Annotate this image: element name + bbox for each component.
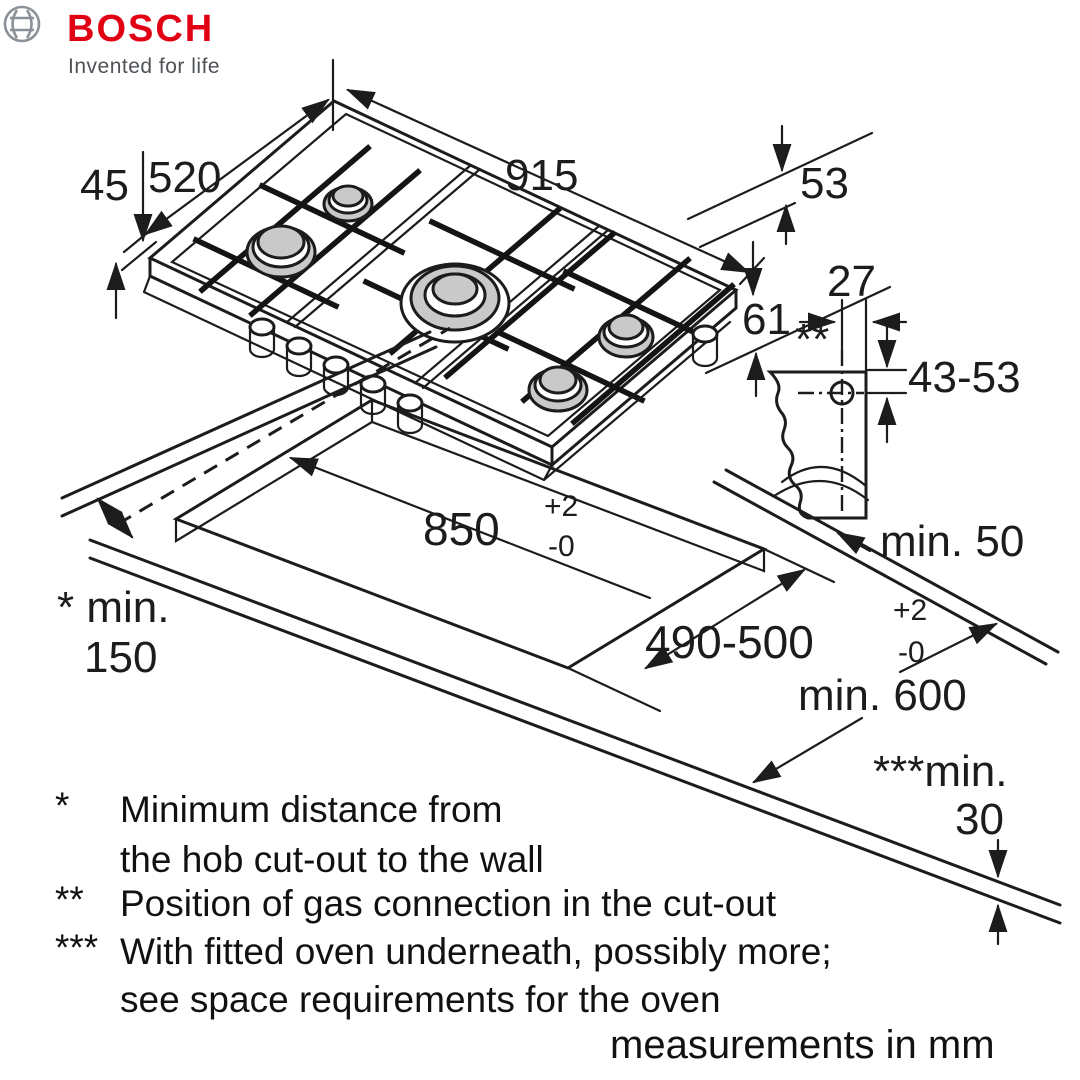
dim-label-gas-x: 27 bbox=[827, 257, 876, 306]
footnotes: * Minimum distance from the hob cut-out … bbox=[55, 785, 832, 1020]
clearance-wall-label-2: 150 bbox=[84, 633, 157, 682]
dim-label-hob-width: 915 bbox=[505, 151, 578, 200]
burner-left-front bbox=[245, 224, 317, 279]
gas-center-lines bbox=[798, 350, 864, 516]
clearance-side-label: min. 50 bbox=[880, 517, 1024, 566]
ext-lines-27 bbox=[840, 298, 868, 372]
dim-label-edge-height: 45 bbox=[80, 161, 129, 210]
knob bbox=[396, 393, 424, 435]
burner-left-back bbox=[322, 184, 374, 223]
burner-right-front bbox=[527, 365, 589, 413]
dim-line-915 bbox=[345, 88, 751, 274]
hob-dimensions: 915 520 45 53 61 bbox=[80, 58, 892, 398]
break-lines bbox=[772, 465, 870, 502]
footnote-1-symbol: * bbox=[55, 785, 69, 826]
brand-tagline: Invented for life bbox=[68, 55, 220, 78]
burner-right-back bbox=[597, 313, 655, 359]
dim-label-cutout-depth: 490-500 bbox=[645, 616, 814, 668]
hob-body-edges bbox=[142, 256, 738, 482]
gas-connection-detail: 27 ** 43-53 bbox=[766, 257, 1021, 520]
dim-line-520 bbox=[144, 98, 330, 236]
dim-label-side-height: 53 bbox=[800, 159, 849, 208]
dim-label-cutout-width: 850 bbox=[423, 503, 500, 555]
ext-ticks-43-53 bbox=[866, 368, 908, 395]
dim-arrow-850 bbox=[288, 456, 652, 600]
clearance-below-label-2: 30 bbox=[955, 795, 1004, 844]
cutout-thickness-lines bbox=[174, 398, 766, 573]
hob-foot bbox=[691, 324, 719, 368]
dim-tol-cutout-depth-sup: +2 bbox=[893, 594, 927, 627]
footnote-1-line-2: the hob cut-out to the wall bbox=[120, 839, 544, 880]
clearance-annotations: * min. 150 min. 50 min. 600 ***min. 30 bbox=[57, 497, 1024, 946]
control-knobs bbox=[248, 317, 424, 435]
clearance-wall-arrows bbox=[96, 497, 134, 539]
hidden-hob-edge bbox=[117, 326, 451, 526]
hob-drawing bbox=[142, 99, 739, 482]
brand-name: BOSCH bbox=[67, 8, 214, 50]
knob bbox=[285, 336, 313, 378]
dim-label-base-height: 61 bbox=[742, 295, 791, 344]
bosch-armature-icon bbox=[3, 5, 41, 43]
dim-tol-cutout-width-sub: -0 bbox=[548, 530, 575, 563]
dim-tol-cutout-depth-sub: -0 bbox=[898, 636, 925, 669]
dim-tol-cutout-width-sup: +2 bbox=[544, 490, 578, 523]
clearance-side-arrow bbox=[835, 531, 872, 555]
clearance-below-label-1: ***min. bbox=[873, 747, 1008, 796]
clearance-front-arrow-up bbox=[898, 622, 999, 674]
footnote-1-line-1: Minimum distance from bbox=[120, 789, 502, 830]
dim-arrow-cutout-depth-up bbox=[734, 568, 807, 614]
footnote-2-symbol: ** bbox=[55, 879, 84, 920]
bosch-logo: BOSCH Invented for life bbox=[3, 5, 220, 78]
footnote-2-line-1: Position of gas connection in the cut-ou… bbox=[120, 883, 777, 924]
wall-edge-lines bbox=[60, 330, 438, 518]
cutout-dimensions: 850 +2 -0 490-500 +2 -0 bbox=[288, 456, 927, 713]
clearance-front-label: min. 600 bbox=[798, 671, 967, 720]
footnote-3-line-2: see space requirements for the oven bbox=[120, 979, 721, 1020]
footnote-3-line-1: With fitted oven underneath, possibly mo… bbox=[120, 931, 832, 972]
dim-label-gas-y: 43-53 bbox=[908, 353, 1021, 402]
ext-tick-left bbox=[120, 222, 160, 272]
clearance-front-arrow-down bbox=[751, 716, 864, 784]
clearance-wall-label-1: * min. bbox=[57, 583, 169, 632]
footnote-3-symbol: *** bbox=[55, 927, 98, 968]
burner-center-wok bbox=[399, 262, 511, 344]
dim-arrow-cutout-depth-down bbox=[643, 610, 738, 670]
dim-label-hob-depth: 520 bbox=[148, 153, 221, 202]
units-note: measurements in mm bbox=[610, 1023, 995, 1067]
cutout-corner-outline bbox=[766, 370, 868, 520]
ext-lines-cutout-depth bbox=[566, 547, 836, 713]
ext-line-61 bbox=[704, 285, 892, 375]
worktop-front-edge-lines bbox=[88, 538, 1062, 925]
knob bbox=[248, 317, 276, 359]
gas-position-marker: ** bbox=[795, 315, 829, 364]
